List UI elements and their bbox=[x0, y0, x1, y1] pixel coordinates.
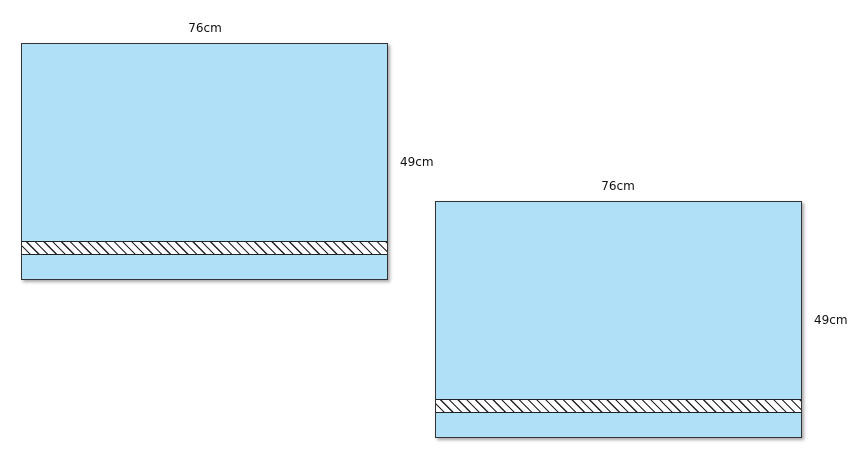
drape-1-height-label: 49cm bbox=[400, 155, 434, 169]
drape-2-adhesive-strip bbox=[436, 399, 801, 413]
drape-2-width-label: 76cm bbox=[601, 179, 635, 193]
drape-1-adhesive-strip bbox=[22, 241, 387, 255]
drape-1-width-label: 76cm bbox=[188, 21, 222, 35]
drape-2 bbox=[435, 201, 802, 438]
drape-2-height-label: 49cm bbox=[814, 313, 848, 327]
drape-1 bbox=[21, 43, 388, 280]
